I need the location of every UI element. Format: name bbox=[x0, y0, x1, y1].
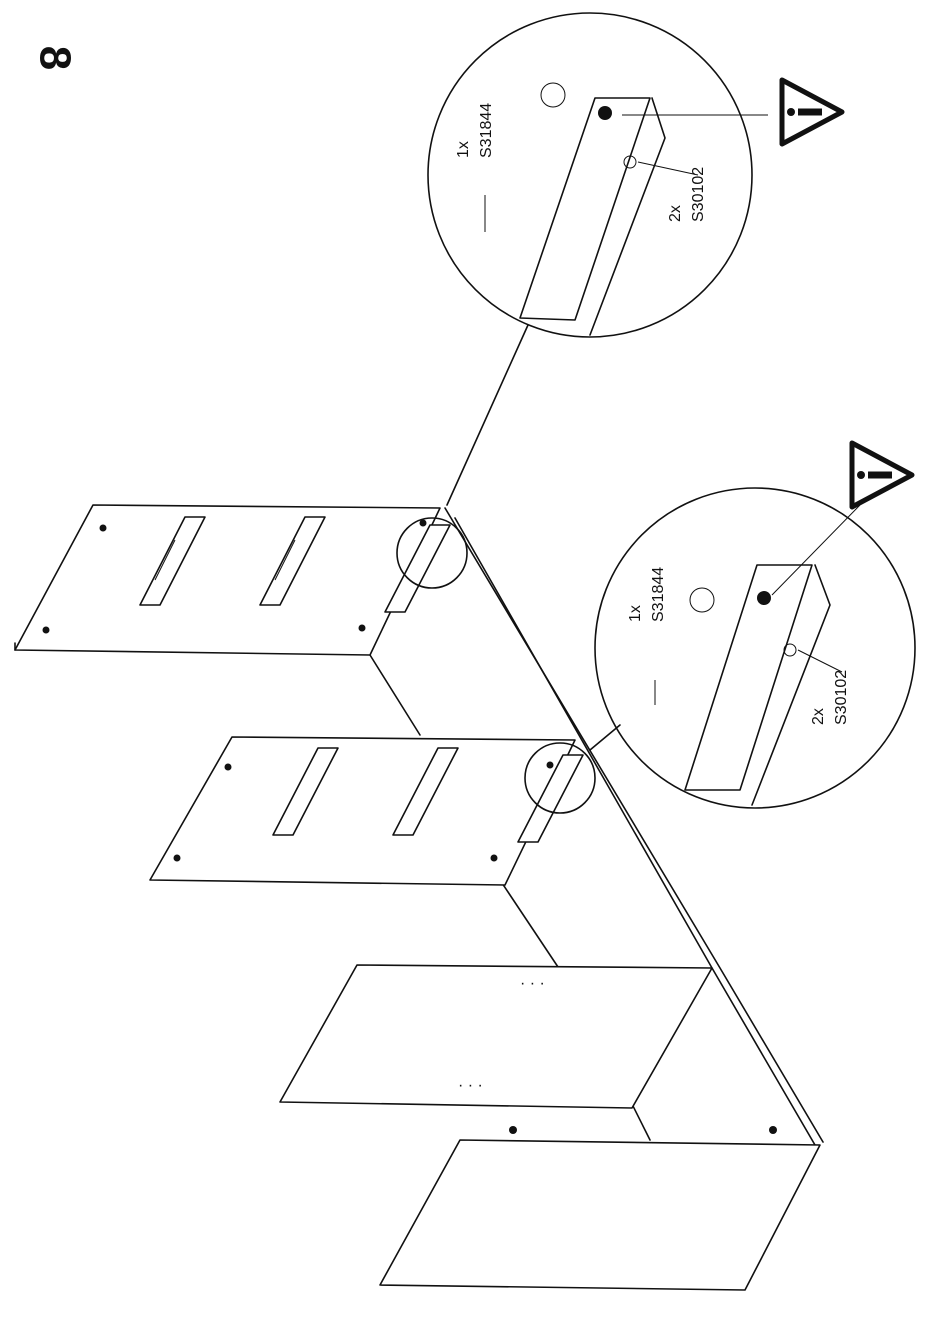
bracket-qty: 1x bbox=[627, 605, 644, 622]
svg-text:8: 8 bbox=[30, 46, 79, 70]
side-panel-2 bbox=[150, 737, 583, 885]
warning-triangle-icon bbox=[852, 443, 912, 507]
side-panel-1 bbox=[15, 505, 450, 655]
screw-qty: 2x bbox=[667, 205, 684, 222]
bracket-qty: 1x bbox=[455, 141, 472, 158]
screw-code: S30102 bbox=[833, 670, 850, 725]
step-number: 8 bbox=[30, 46, 79, 70]
bracket-code: S31844 bbox=[650, 567, 667, 622]
screw-hole-marker bbox=[598, 106, 612, 120]
back-panel: · · · · · · bbox=[280, 965, 712, 1108]
callout-bottom: 1x S31844 2x S30102 bbox=[590, 443, 915, 808]
screw-hole-marker bbox=[757, 591, 771, 605]
bracket-code: S31844 bbox=[478, 103, 495, 158]
svg-text:· · ·: · · · bbox=[520, 975, 545, 992]
screw-qty: 2x bbox=[810, 708, 827, 725]
screw-code: S30102 bbox=[690, 167, 707, 222]
warning-triangle-icon bbox=[782, 80, 842, 144]
svg-text:· · ·: · · · bbox=[458, 1077, 483, 1094]
callout-top: 1x S31844 2x S30102 bbox=[428, 13, 842, 505]
side-panel-bottom bbox=[380, 1126, 820, 1290]
